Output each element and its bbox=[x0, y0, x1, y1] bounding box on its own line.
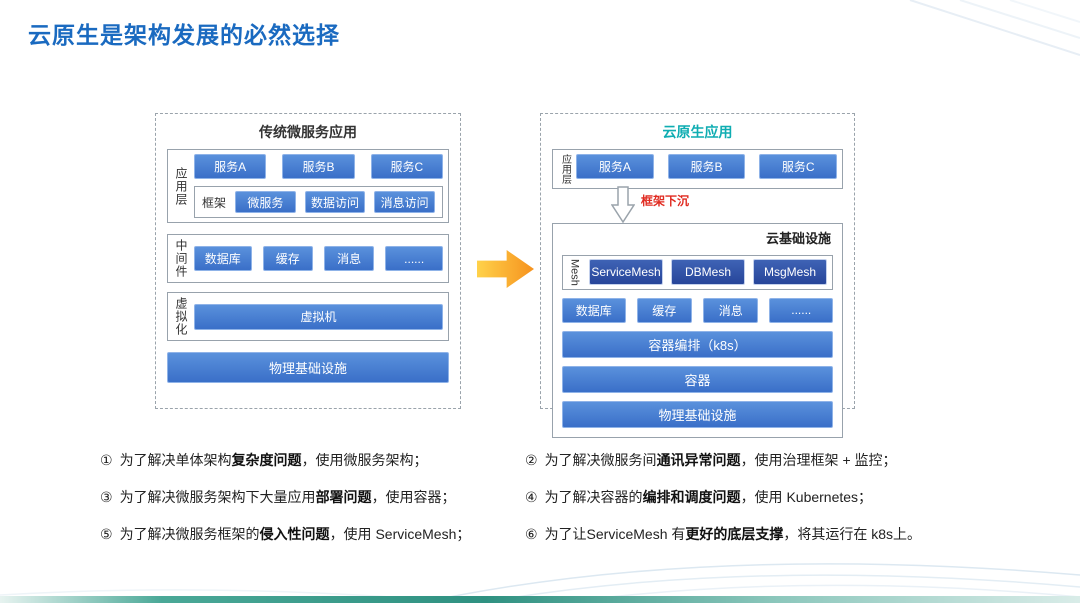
left-physical-chip: 物理基础设施 bbox=[167, 352, 449, 383]
note-text: 为了解决微服务架构下大量应用 bbox=[119, 489, 316, 505]
spacer bbox=[167, 341, 449, 352]
cloud-infra-title: 云基础设施 bbox=[765, 231, 831, 246]
middleware-chip-database: 数据库 bbox=[194, 246, 252, 271]
left-middleware-label: 中间件 bbox=[174, 239, 188, 278]
service-c-chip: 服务C bbox=[370, 154, 443, 179]
framework-chip-dataaccess: 数据访问 bbox=[304, 191, 366, 213]
left-virtualization-label: 虚拟化 bbox=[174, 297, 188, 336]
note-text: ，使用容器； bbox=[371, 489, 456, 505]
framework-chip-msgaccess: 消息访问 bbox=[374, 191, 435, 213]
msgmesh-chip: MsgMesh bbox=[753, 259, 827, 286]
note-text: 为了解决容器的 bbox=[544, 489, 643, 505]
spacer bbox=[167, 283, 449, 292]
note-number: ③ bbox=[100, 489, 113, 505]
note-text: 为了解决微服务间 bbox=[544, 452, 657, 468]
cloud-native-panel: 云原生应用 应用层 服务A 服务B 服务C 框架下沉 云基础设施 Mesh Se… bbox=[540, 113, 855, 438]
right-physical-chip: 物理基础设施 bbox=[562, 400, 833, 428]
right-app-layer-label: 应用层 bbox=[559, 154, 571, 184]
note-bold: 通讯异常问题 bbox=[656, 452, 741, 468]
servicemesh-chip: ServiceMesh bbox=[589, 259, 663, 286]
service-b-chip: 服务B bbox=[282, 154, 355, 179]
left-app-layer: 应用层 服务A 服务B 服务C 框架 微服务 数据访问 消息访问 bbox=[167, 149, 449, 223]
page-title: 云原生是架构发展的必然选择 bbox=[28, 22, 340, 48]
framework-label: 框架 bbox=[202, 195, 227, 210]
note-number: ① bbox=[100, 452, 113, 468]
middleware-chip-database: 数据库 bbox=[562, 297, 626, 323]
framework-chip-microservice: 微服务 bbox=[235, 191, 296, 213]
note-number: ② bbox=[525, 452, 538, 468]
middleware-chip-more: ...... bbox=[769, 297, 833, 323]
left-app-layer-label: 应用层 bbox=[174, 166, 188, 206]
note-bold: 复杂度问题 bbox=[231, 452, 302, 468]
note-item-4: ④ 为了解决容器的编排和调度问题，使用 Kubernetes； bbox=[525, 487, 1000, 507]
left-virtualization-layer: 虚拟化 虚拟机 bbox=[167, 292, 449, 341]
note-text: ，使用 ServiceMesh； bbox=[329, 526, 471, 542]
framework-sink-label: 框架下沉 bbox=[641, 194, 690, 208]
note-number: ④ bbox=[525, 489, 538, 505]
right-service-row: 服务A 服务B 服务C bbox=[576, 154, 838, 184]
middleware-chip-message: 消息 bbox=[324, 246, 375, 271]
note-number: ⑥ bbox=[525, 526, 538, 542]
note-number: ⑤ bbox=[100, 526, 113, 542]
left-app-content: 服务A 服务B 服务C 框架 微服务 数据访问 消息访问 bbox=[194, 154, 443, 218]
service-c-chip: 服务C bbox=[759, 154, 838, 179]
k8s-orchestration-chip: 容器编排（k8s） bbox=[562, 330, 833, 358]
note-item-5: ⑤ 为了解决微服务框架的侵入性问题，使用 ServiceMesh； bbox=[100, 524, 525, 544]
framework-sink-arrow-icon bbox=[611, 186, 635, 224]
note-bold: 侵入性问题 bbox=[259, 526, 330, 542]
mesh-box: Mesh ServiceMesh DBMesh MsgMesh bbox=[562, 255, 833, 290]
bottom-accent-bar bbox=[0, 596, 1080, 603]
note-item-1: ① 为了解决单体架构复杂度问题，使用微服务架构； bbox=[100, 450, 525, 470]
note-bold: 部署问题 bbox=[315, 489, 372, 505]
middleware-chip-more: ...... bbox=[385, 246, 443, 271]
transform-arrow-icon bbox=[477, 250, 534, 288]
right-middleware-row: 数据库 缓存 消息 ...... bbox=[562, 297, 833, 323]
note-item-3: ③ 为了解决微服务架构下大量应用部署问题，使用容器； bbox=[100, 487, 525, 507]
note-text: 为了让ServiceMesh 有 bbox=[544, 526, 686, 542]
note-text: 为了解决微服务框架的 bbox=[119, 526, 260, 542]
middleware-chip-cache: 缓存 bbox=[262, 246, 313, 271]
right-panel-title: 云原生应用 bbox=[662, 124, 733, 140]
note-item-2: ② 为了解决微服务间通讯异常问题，使用治理框架 + 监控； bbox=[525, 450, 1000, 470]
note-text: ，将其运行在 k8s上。 bbox=[783, 526, 922, 542]
middleware-chip-message: 消息 bbox=[703, 297, 759, 323]
left-service-row: 服务A 服务B 服务C bbox=[194, 154, 443, 179]
note-text: 为了解决单体架构 bbox=[119, 452, 232, 468]
container-chip: 容器 bbox=[562, 365, 833, 393]
left-middleware-layer: 中间件 数据库 缓存 消息 ...... bbox=[167, 234, 449, 283]
cloud-infra-box: 云基础设施 Mesh ServiceMesh DBMesh MsgMesh 数据… bbox=[552, 223, 843, 438]
dbmesh-chip: DBMesh bbox=[671, 259, 745, 286]
note-text: ，使用治理框架 + 监控； bbox=[740, 452, 897, 468]
note-bold: 编排和调度问题 bbox=[642, 489, 741, 505]
left-panel-title: 传统微服务应用 bbox=[259, 124, 357, 140]
note-text: ，使用微服务架构； bbox=[301, 452, 428, 468]
background-decoration-top-right bbox=[909, 0, 1080, 56]
left-framework-box: 框架 微服务 数据访问 消息访问 bbox=[194, 186, 443, 218]
note-item-6: ⑥ 为了让ServiceMesh 有更好的底层支撑，将其运行在 k8s上。 bbox=[525, 524, 1000, 544]
traditional-microservice-panel: 传统微服务应用 应用层 服务A 服务B 服务C 框架 微服务 数据访问 消息访问 bbox=[155, 113, 461, 409]
service-a-chip: 服务A bbox=[576, 154, 654, 179]
service-a-chip: 服务A bbox=[194, 154, 267, 179]
note-bold: 更好的底层支撑 bbox=[685, 526, 784, 542]
vm-chip: 虚拟机 bbox=[194, 303, 443, 330]
service-b-chip: 服务B bbox=[667, 154, 746, 179]
right-app-layer: 应用层 服务A 服务B 服务C bbox=[552, 149, 843, 189]
spacer bbox=[167, 223, 449, 234]
middleware-chip-cache: 缓存 bbox=[636, 297, 692, 323]
mesh-label: Mesh bbox=[568, 259, 581, 286]
left-middleware-row: 数据库 缓存 消息 ...... bbox=[194, 239, 443, 278]
note-text: ，使用 Kubernetes； bbox=[740, 489, 873, 505]
